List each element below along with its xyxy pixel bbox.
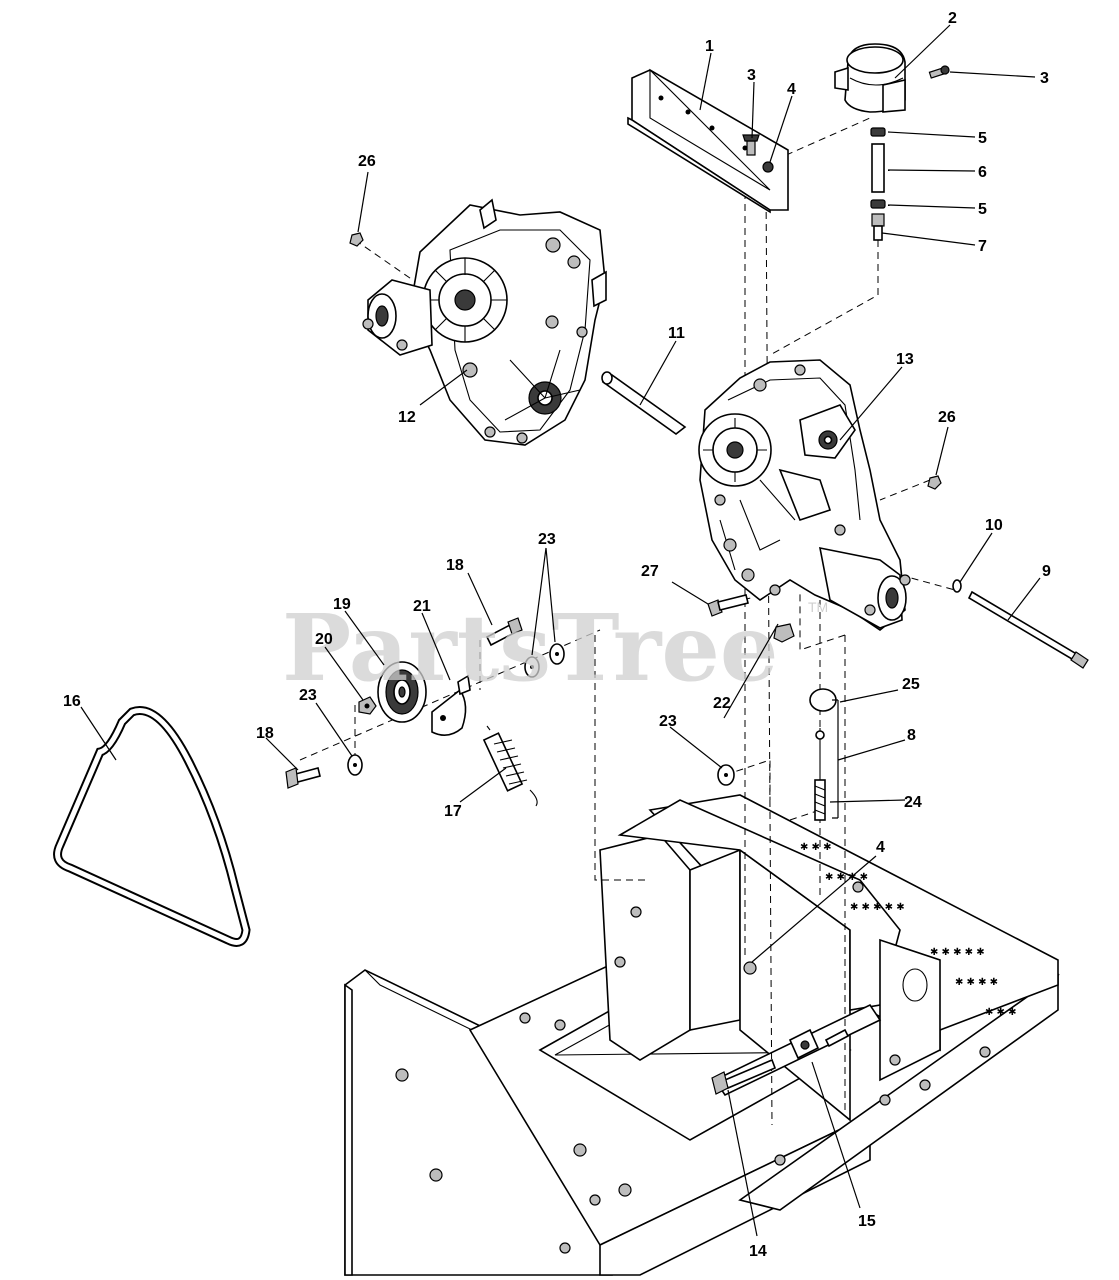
- callout-10: 10: [985, 517, 1003, 534]
- callout-3: 3: [1040, 70, 1049, 87]
- svg-text:✱ ✱ ✱ ✱ ✱: ✱ ✱ ✱ ✱ ✱: [930, 947, 985, 958]
- callout-3: 3: [747, 67, 756, 84]
- part-19-idler-pulley: [377, 661, 427, 723]
- svg-text:✱ ✱ ✱: ✱ ✱ ✱: [985, 1007, 1017, 1018]
- part-1-bracket: [627, 68, 789, 214]
- callout-numbers: 1 2 3 3 4 5 6 5 7 26 11 12 13 26 10 9 23…: [63, 10, 1051, 1260]
- svg-text:✱ ✱ ✱ ✱ ✱: ✱ ✱ ✱ ✱ ✱: [850, 902, 905, 913]
- callout-22: 22: [713, 695, 731, 712]
- callout-18: 18: [446, 557, 464, 574]
- part-17-spring: [482, 725, 538, 807]
- callout-4: 4: [876, 839, 885, 856]
- deck-vent-pattern: ✱ ✱ ✱ ✱ ✱ ✱ ✱ ✱ ✱ ✱ ✱ ✱ ✱ ✱ ✱ ✱ ✱ ✱ ✱ ✱ …: [800, 842, 1017, 1018]
- part-13-right-transaxle: [698, 359, 911, 631]
- callout-27: 27: [641, 563, 659, 580]
- callout-23: 23: [299, 687, 317, 704]
- callout-23: 23: [659, 713, 677, 730]
- callout-20: 20: [315, 631, 333, 648]
- callout-23: 23: [538, 531, 556, 548]
- callout-6: 6: [978, 164, 987, 181]
- svg-text:✱ ✱ ✱ ✱: ✱ ✱ ✱ ✱: [955, 977, 998, 988]
- callout-21: 21: [413, 598, 431, 615]
- svg-text:✱ ✱ ✱ ✱: ✱ ✱ ✱ ✱: [825, 872, 868, 883]
- watermark-trademark: TM: [808, 599, 828, 615]
- frame-chassis: ✱ ✱ ✱ ✱ ✱ ✱ ✱ ✱ ✱ ✱ ✱ ✱ ✱ ✱ ✱ ✱ ✱ ✱ ✱ ✱ …: [344, 794, 1060, 1276]
- callout-15: 15: [858, 1213, 876, 1230]
- part-11-shaft: [601, 371, 687, 435]
- callout-9: 9: [1042, 563, 1051, 580]
- callout-25: 25: [902, 676, 920, 693]
- callout-4: 4: [787, 81, 796, 98]
- callout-5: 5: [978, 130, 987, 147]
- callout-26: 26: [358, 153, 376, 170]
- callout-8: 8: [907, 727, 916, 744]
- callout-1: 1: [705, 38, 714, 55]
- part-2-reservoir: [834, 43, 906, 113]
- callout-24: 24: [904, 794, 922, 811]
- leader-lines: [80, 24, 1041, 1237]
- watermark-text: PartsTree: [282, 594, 778, 702]
- part-16-belt: [53, 706, 251, 947]
- svg-text:✱ ✱ ✱: ✱ ✱ ✱: [800, 842, 832, 853]
- callout-16: 16: [63, 693, 81, 710]
- callout-7: 7: [978, 238, 987, 255]
- callout-18: 18: [256, 725, 274, 742]
- callout-14: 14: [749, 1243, 767, 1260]
- hydraulic-hardware: [285, 65, 1089, 821]
- callout-17: 17: [444, 803, 462, 820]
- callout-2: 2: [948, 10, 957, 27]
- callout-12: 12: [398, 409, 416, 426]
- part-14-15-hardware: [711, 1028, 850, 1095]
- callout-13: 13: [896, 351, 914, 368]
- frame-bolts: [395, 881, 991, 1254]
- watermark: PartsTree TM: [282, 594, 828, 702]
- callout-26: 26: [938, 409, 956, 426]
- callout-5: 5: [978, 201, 987, 218]
- part-21-idler-arm: [431, 674, 471, 736]
- callout-19: 19: [333, 596, 351, 613]
- part-12-left-transaxle: [362, 198, 607, 446]
- callout-11: 11: [668, 325, 685, 342]
